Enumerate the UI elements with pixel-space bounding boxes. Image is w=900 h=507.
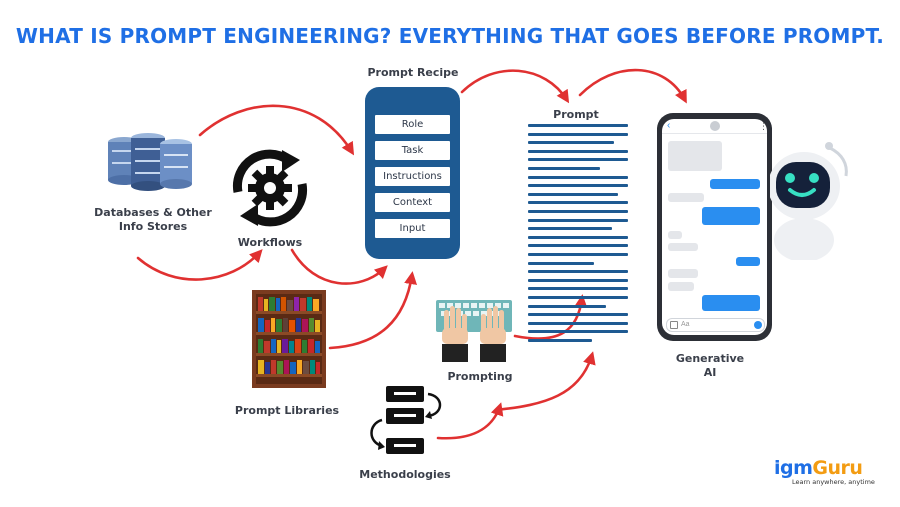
databases-label: Databases & Other Info Stores bbox=[94, 206, 212, 233]
prompt-line bbox=[528, 278, 628, 282]
prompt-line bbox=[528, 287, 628, 291]
prompt-line bbox=[528, 158, 628, 162]
prompt-line bbox=[528, 227, 612, 231]
logo-tagline: Learn anywhere, anytime bbox=[792, 478, 875, 486]
recipe-item-input: Input bbox=[375, 219, 450, 238]
arrow-databases-to-recipe bbox=[198, 104, 355, 156]
prompt-recipe-label: Prompt Recipe bbox=[367, 66, 459, 79]
phone-mockup: ‹ ⋮ Aa bbox=[657, 113, 772, 341]
chat-bubble-outgoing bbox=[702, 295, 760, 311]
igmguru-logo: igmGuru Learn anywhere, anytime bbox=[774, 458, 886, 487]
chat-bubble-incoming bbox=[668, 269, 698, 278]
prompt-line bbox=[528, 321, 628, 325]
prompt-line bbox=[528, 261, 594, 265]
prompt-line bbox=[528, 184, 628, 188]
workflows-label: Workflows bbox=[237, 236, 303, 249]
arrow-libraries-to-recipe bbox=[328, 271, 418, 350]
methodology-stack-icon bbox=[370, 386, 442, 454]
prompt-line bbox=[528, 270, 628, 274]
logo-suffix: Guru bbox=[812, 457, 863, 479]
chat-bubble-incoming bbox=[668, 193, 704, 202]
prompt-line bbox=[528, 124, 628, 127]
prompt-line bbox=[528, 296, 628, 299]
chat-input-placeholder: Aa bbox=[681, 321, 690, 328]
prompt-line bbox=[528, 218, 628, 222]
prompt-line bbox=[528, 313, 628, 317]
methodologies-label: Methodologies bbox=[359, 468, 451, 481]
prompt-line bbox=[528, 149, 628, 153]
camera-icon[interactable] bbox=[670, 321, 678, 329]
robot-icon bbox=[770, 142, 848, 260]
chat-bubble-incoming bbox=[668, 231, 682, 239]
prompt-line bbox=[528, 235, 628, 239]
prompt-line bbox=[528, 304, 606, 308]
arrow-prompt-to-ai bbox=[578, 68, 687, 104]
arrow-methodologies-to-prompting bbox=[436, 402, 504, 440]
chat-bubble-incoming bbox=[668, 282, 694, 291]
chat-input-bar[interactable]: Aa bbox=[666, 318, 765, 332]
page-title: WHAT IS PROMPT ENGINEERING? EVERYTHING T… bbox=[15, 24, 885, 48]
prompt-libraries-label: Prompt Libraries bbox=[234, 404, 340, 417]
prompt-line bbox=[528, 210, 628, 213]
prompt-line bbox=[528, 201, 628, 205]
chat-bubble-incoming bbox=[668, 243, 698, 251]
logo-prefix: igm bbox=[774, 457, 813, 479]
generative-ai-label: Generative AI bbox=[675, 352, 745, 379]
chat-bubble-outgoing bbox=[710, 179, 760, 189]
prompt-line bbox=[528, 192, 618, 196]
recipe-item-task: Task bbox=[375, 141, 450, 160]
prompt-line bbox=[528, 330, 628, 334]
phone-screen: ‹ ⋮ Aa bbox=[662, 119, 767, 335]
bookshelf-icon bbox=[252, 290, 326, 388]
prompt-line bbox=[528, 339, 592, 342]
recipe-item-instructions: Instructions bbox=[375, 167, 450, 186]
prompt-line bbox=[528, 175, 628, 179]
prompt-line bbox=[528, 132, 628, 136]
prompting-label: Prompting bbox=[447, 370, 513, 383]
prompt-line bbox=[528, 253, 628, 256]
arrow-workflows-to-recipe bbox=[290, 248, 388, 285]
arrow-recipe-to-prompt bbox=[460, 69, 570, 104]
typing-hands-icon bbox=[436, 300, 512, 362]
prompt-line bbox=[528, 167, 600, 170]
more-options-icon[interactable]: ⋮ bbox=[759, 121, 767, 131]
avatar bbox=[710, 121, 720, 131]
send-icon[interactable] bbox=[754, 321, 762, 329]
recipe-item-role: Role bbox=[375, 115, 450, 134]
prompt-line bbox=[528, 244, 628, 248]
workflow-gear-icon bbox=[232, 149, 308, 227]
database-icon bbox=[108, 133, 192, 191]
back-arrow-icon[interactable]: ‹ bbox=[667, 120, 671, 131]
prompt-recipe-box: Role Task Instructions Context Input bbox=[365, 87, 460, 259]
prompt-text-lines bbox=[528, 124, 632, 346]
prompt-line bbox=[528, 141, 614, 145]
chat-header: ‹ ⋮ bbox=[662, 119, 767, 134]
prompt-label: Prompt bbox=[553, 108, 599, 121]
chat-bubble-outgoing bbox=[736, 257, 760, 266]
arrow-methodologies-to-prompt bbox=[494, 351, 596, 412]
chat-bubble-incoming bbox=[668, 141, 722, 171]
arrow-databases-to-workflows bbox=[136, 249, 263, 281]
chat-bubble-outgoing bbox=[702, 207, 760, 225]
recipe-item-context: Context bbox=[375, 193, 450, 212]
logo-wordmark: igmGuru bbox=[774, 458, 886, 478]
